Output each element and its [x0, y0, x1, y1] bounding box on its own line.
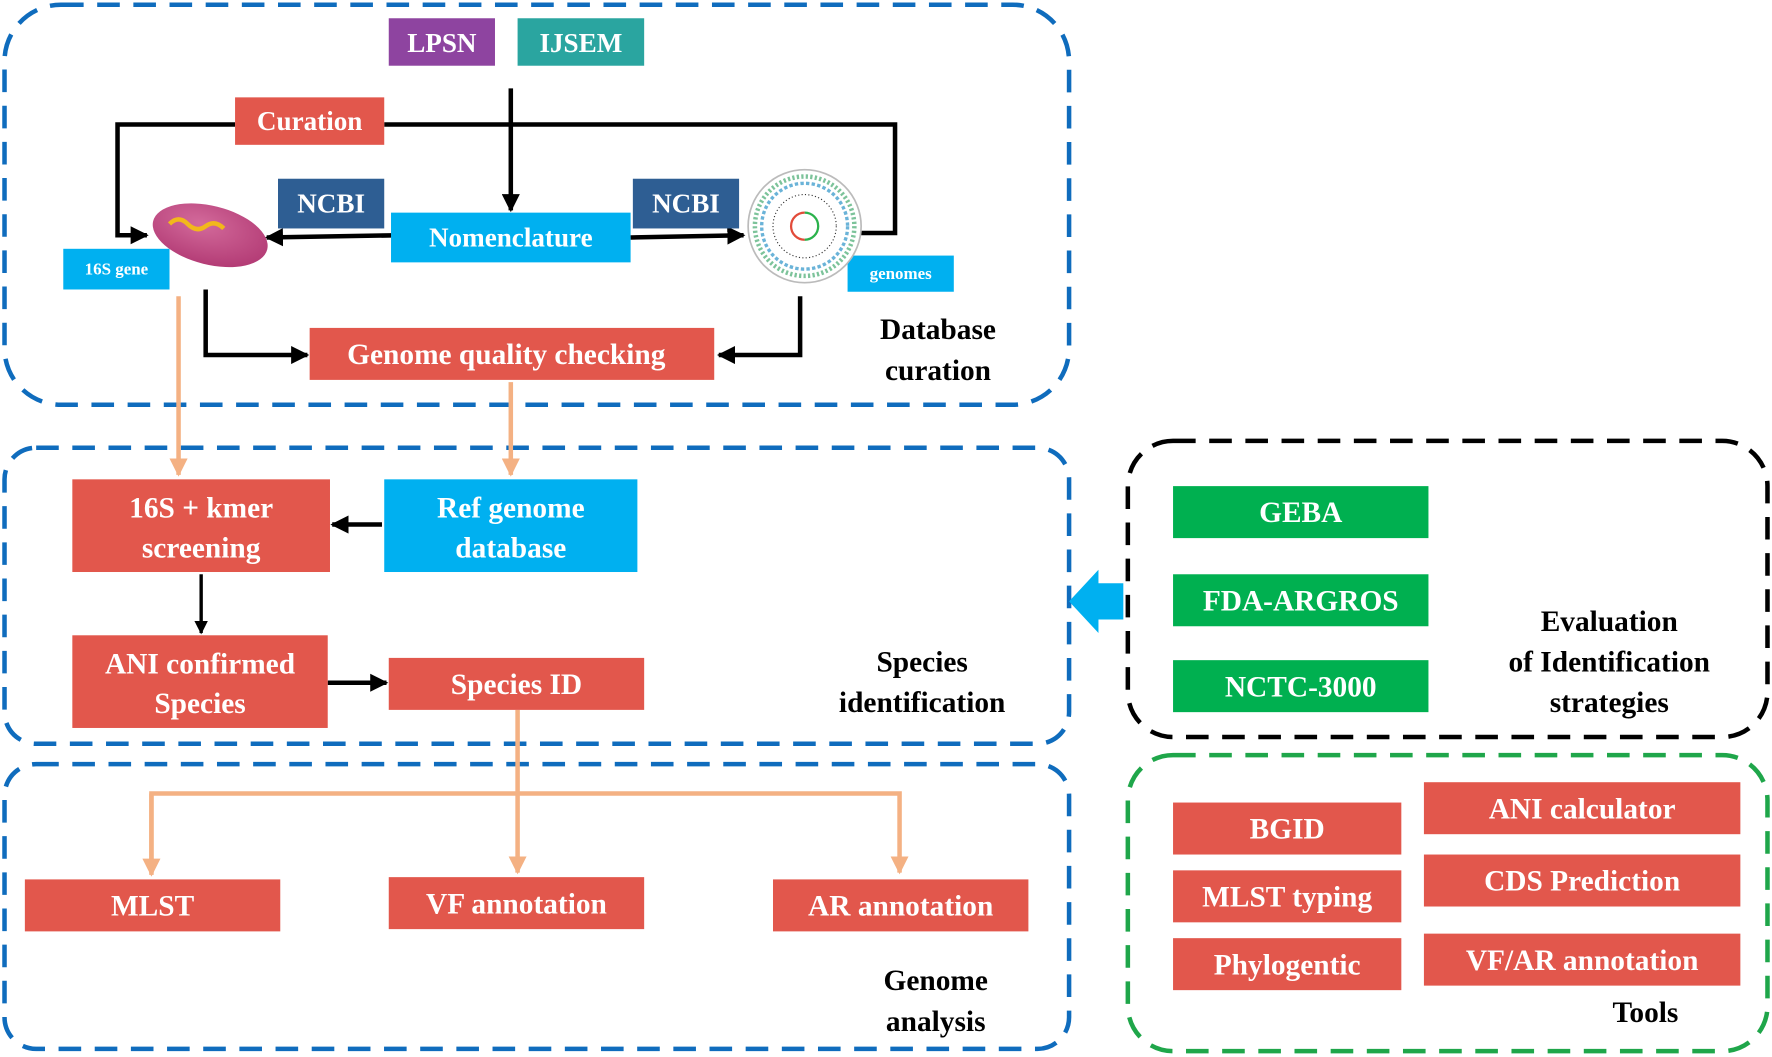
caption-database-curation-1: Database — [880, 314, 996, 346]
node-16s-gene[interactable]: 16S gene — [63, 248, 170, 290]
eval-item-nctc-3000[interactable]: NCTC-3000 — [1173, 660, 1429, 713]
section-genome-analysis — [2, 761, 1072, 1052]
node-genomes[interactable]: genomes — [847, 255, 954, 292]
svg-text:NCBI: NCBI — [297, 189, 365, 219]
section-tools — [1125, 752, 1770, 1054]
svg-text:MLST: MLST — [111, 891, 195, 923]
node-nomenclature[interactable]: Nomenclature — [391, 212, 631, 263]
caption-evaluation-3: strategies — [1550, 687, 1669, 719]
svg-text:NCTC-3000: NCTC-3000 — [1225, 671, 1377, 703]
svg-text:IJSEM: IJSEM — [539, 28, 622, 58]
tool-bgid[interactable]: BGID — [1173, 802, 1402, 855]
node-species-id[interactable]: Species ID — [388, 657, 645, 710]
svg-text:genomes: genomes — [870, 264, 933, 283]
circular-genome-icon — [747, 168, 862, 284]
svg-text:Genome quality checking: Genome quality checking — [347, 339, 666, 371]
node-ani-confirmed-species[interactable]: ANI confirmed Species — [72, 635, 328, 728]
svg-text:Curation: Curation — [257, 106, 362, 136]
node-vf-annotation[interactable]: VF annotation — [388, 877, 645, 930]
svg-text:LPSN: LPSN — [407, 28, 477, 58]
svg-text:VF annotation: VF annotation — [426, 888, 607, 920]
node-ref-genome-database[interactable]: Ref genome database — [384, 479, 638, 573]
caption-species-identification-1: Species — [876, 646, 967, 678]
caption-evaluation-1: Evaluation — [1541, 606, 1678, 638]
evaluation-arrow-icon — [1069, 569, 1124, 634]
eval-item-geba[interactable]: GEBA — [1173, 486, 1429, 539]
node-kmer-screening[interactable]: 16S + kmer screening — [72, 479, 330, 573]
caption-evaluation-2: of Identification — [1508, 646, 1710, 678]
svg-text:Phylogentic: Phylogentic — [1214, 949, 1361, 981]
svg-text:VF/AR annotation: VF/AR annotation — [1466, 945, 1699, 977]
svg-text:Nomenclature: Nomenclature — [429, 222, 593, 252]
tool-phylogentic[interactable]: Phylogentic — [1173, 938, 1402, 991]
section-evaluation — [1125, 438, 1770, 740]
svg-text:FDA-ARGROS: FDA-ARGROS — [1203, 585, 1399, 617]
caption-tools: Tools — [1612, 997, 1678, 1029]
caption-database-curation-2: curation — [885, 355, 991, 387]
tool-ani-calculator[interactable]: ANI calculator — [1423, 782, 1741, 835]
svg-text:ANI confirmed: ANI confirmed — [105, 649, 295, 681]
connectors — [115, 88, 898, 692]
svg-text:Ref genome: Ref genome — [437, 493, 585, 525]
svg-text:ANI calculator: ANI calculator — [1489, 793, 1676, 825]
caption-genome-analysis-1: Genome — [884, 965, 988, 997]
caption-genome-analysis-2: analysis — [886, 1006, 986, 1038]
svg-text:MLST typing: MLST typing — [1202, 881, 1372, 913]
tool-vf-ar-annotation[interactable]: VF/AR annotation — [1423, 933, 1741, 986]
svg-text:Species ID: Species ID — [451, 669, 582, 701]
svg-text:AR annotation: AR annotation — [808, 891, 993, 923]
section-database-curation — [2, 2, 1072, 408]
bacterium-icon — [152, 203, 268, 268]
svg-text:BGID: BGID — [1250, 814, 1325, 846]
node-genome-quality-checking[interactable]: Genome quality checking — [309, 327, 715, 380]
node-ijsem[interactable]: IJSEM — [517, 18, 645, 66]
node-ncbi-left[interactable]: NCBI — [278, 178, 385, 229]
node-ar-annotation[interactable]: AR annotation — [772, 879, 1029, 932]
caption-species-identification-2: identification — [839, 687, 1005, 719]
section-species-identification — [2, 445, 1072, 747]
tool-cds-prediction[interactable]: CDS Prediction — [1423, 854, 1741, 907]
svg-text:Species: Species — [154, 688, 245, 720]
svg-text:16S + kmer: 16S + kmer — [129, 493, 273, 525]
node-mlst[interactable]: MLST — [24, 879, 281, 932]
svg-text:16S gene: 16S gene — [85, 260, 149, 279]
orange-connectors — [142, 296, 909, 877]
svg-text:NCBI: NCBI — [652, 189, 720, 219]
tool-mlst-typing[interactable]: MLST typing — [1173, 870, 1402, 923]
node-ncbi-right[interactable]: NCBI — [632, 178, 740, 229]
svg-text:GEBA: GEBA — [1259, 497, 1342, 529]
svg-text:database: database — [455, 532, 566, 564]
svg-text:screening: screening — [142, 532, 261, 564]
node-curation[interactable]: Curation — [235, 97, 385, 145]
eval-item-fda-argros[interactable]: FDA-ARGROS — [1173, 574, 1429, 627]
svg-text:CDS Prediction: CDS Prediction — [1484, 866, 1680, 898]
node-lpsn[interactable]: LPSN — [388, 18, 495, 66]
